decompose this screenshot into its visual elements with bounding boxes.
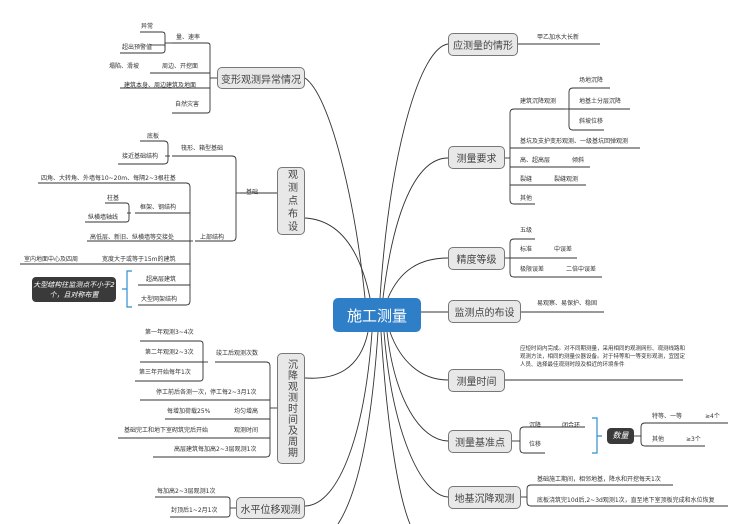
- node-bottom-slab[interactable]: 底板: [147, 133, 160, 140]
- node-closed-loop[interactable]: 闭合环: [562, 422, 581, 429]
- node-after-completion[interactable]: 竣工后观测次数: [216, 350, 259, 357]
- node-site-settlement[interactable]: 场地沉降: [579, 77, 604, 84]
- topic-label: 测量时间: [456, 377, 497, 388]
- central-topic[interactable]: 施工测量: [333, 298, 421, 332]
- node-super-highrise[interactable]: 超高层建筑: [146, 276, 177, 283]
- topic-benchmark[interactable]: 测量基准点: [448, 430, 512, 453]
- node-double-mean-error[interactable]: 二倍中误差: [566, 266, 597, 273]
- node-ground-item1[interactable]: 基础施工期间，相邻地基，降水和开挖每天1次: [537, 476, 661, 483]
- topic-should-measure[interactable]: 应测量的情形: [448, 33, 518, 56]
- node-axis-lines[interactable]: 纵横墙轴线: [88, 214, 119, 221]
- node-building-ground[interactable]: 建筑本身、周边建筑及地面: [124, 82, 197, 89]
- topic-ground-settlement[interactable]: 地基沉降观测: [448, 486, 521, 509]
- callout-label: 数量: [612, 431, 629, 440]
- node-stop-work[interactable]: 停工前后各测一次，停工每2~3月1次: [156, 389, 257, 396]
- node-load-25[interactable]: 每增加荷载25%: [167, 408, 211, 415]
- topic-observation-points[interactable]: 观测点布设: [277, 167, 305, 235]
- node-building-settlement[interactable]: 建筑沉降观测: [520, 98, 557, 105]
- node-start-after[interactable]: 基础完工和地下室砌筑完后开始: [124, 427, 209, 434]
- topic-settlement-period[interactable]: 沉降观测时间及周期: [277, 353, 305, 464]
- node-superstructure[interactable]: 上部结构: [200, 234, 225, 241]
- node-per-floors-h[interactable]: 每加高2~3层观测1次: [157, 488, 216, 495]
- node-monitoring-item[interactable]: 易观察、易保护、稳固: [537, 300, 598, 307]
- node-displacement[interactable]: 位移: [529, 441, 542, 448]
- topic-horizontal-displacement[interactable]: 水平位移观测: [236, 497, 305, 519]
- node-ground-item2[interactable]: 底板浇筑完10d后,2~3d观测1次，直至地下室顶板完成和水位恢复: [537, 497, 715, 504]
- node-limit-error[interactable]: 极限误差: [520, 266, 545, 273]
- callout-large-structure[interactable]: 大型结构往监测点不小于2个，且对称布置: [32, 277, 116, 302]
- topic-label: 沉降观测时间及周期: [285, 359, 297, 458]
- topic-monitoring-points[interactable]: 监测点的布设: [448, 300, 521, 323]
- node-collapse[interactable]: 塌陷、滑坡: [109, 63, 140, 70]
- node-tilt[interactable]: 倾斜: [572, 157, 585, 164]
- node-crack[interactable]: 裂缝: [520, 176, 533, 183]
- node-uniform-increase[interactable]: 均匀增高: [234, 408, 259, 415]
- topic-label: 观测点布设: [285, 168, 297, 234]
- topic-deformation-anomaly[interactable]: 变形观测异常情况: [217, 67, 305, 89]
- topic-label: 地基沉降观测: [454, 494, 515, 505]
- node-crack-obs[interactable]: 裂缝观测: [554, 176, 579, 183]
- node-indoor-center[interactable]: 室内地面中心及四周: [24, 256, 79, 263]
- topic-label: 测量基准点: [455, 438, 505, 449]
- node-obs-time[interactable]: 观测时间: [234, 427, 259, 434]
- node-should-measure-item[interactable]: 甲乙加水大长新: [537, 34, 580, 41]
- node-after-topping[interactable]: 封顶后1~2月1次: [171, 507, 218, 514]
- node-high-rise[interactable]: 高、超高层: [520, 157, 551, 164]
- node-junctions[interactable]: 高低层、新旧、纵横墙等交接处: [90, 234, 175, 241]
- topic-label: 水平位移观测: [240, 504, 301, 516]
- node-near-foundation[interactable]: 接近基础结构: [122, 153, 159, 160]
- node-frame-steel[interactable]: 框架、钢结构: [140, 204, 177, 211]
- node-year1[interactable]: 第一年观测3~4次: [145, 329, 194, 336]
- topic-accuracy[interactable]: 精度等级: [448, 247, 505, 270]
- node-measure-time-paragraph[interactable]: 应短时间内完成。对不同期测量，采用相同的观测网形、观测线路和观测方法，相同的测量…: [520, 346, 686, 368]
- node-amount-rate[interactable]: 量、速率: [176, 34, 201, 41]
- node-pit-support[interactable]: 基坑及支护变形观测、一级基坑回弹观测: [520, 138, 629, 145]
- node-ge4[interactable]: ≥4个: [705, 413, 720, 420]
- node-surroundings[interactable]: 周边、开挖面: [162, 63, 199, 70]
- node-year3[interactable]: 第三年开始每年1次: [139, 369, 191, 376]
- topic-label: 变形观测异常情况: [221, 74, 301, 86]
- node-natural-disaster[interactable]: 自然灾害: [175, 101, 200, 108]
- callout-quantity[interactable]: 数量: [607, 428, 634, 444]
- node-abnormal[interactable]: 异常: [141, 23, 154, 30]
- node-slope-displacement[interactable]: 斜坡位移: [579, 118, 604, 125]
- node-settlement[interactable]: 沉降: [529, 422, 542, 429]
- node-mean-error[interactable]: 中误差: [554, 246, 573, 253]
- node-year2[interactable]: 第二年观测2~3次: [145, 349, 194, 356]
- callout-label: 大型结构往监测点不小于2个，且对称布置: [33, 280, 115, 299]
- node-others[interactable]: 其他: [652, 436, 665, 443]
- node-special-first[interactable]: 特等、一等: [652, 413, 683, 420]
- node-exceed-warning[interactable]: 超出预警值: [122, 44, 153, 51]
- node-large-grid[interactable]: 大型网架结构: [141, 296, 178, 303]
- node-column-base[interactable]: 柱基: [107, 195, 120, 202]
- node-standard[interactable]: 标准: [520, 246, 533, 253]
- node-per-floors[interactable]: 高层建筑每加高2~3层观测1次: [174, 446, 257, 453]
- topic-label: 精度等级: [456, 255, 497, 266]
- node-foundation[interactable]: 基础: [246, 189, 259, 196]
- topic-label: 应测量的情形: [453, 41, 513, 52]
- node-wide-building[interactable]: 宽度大于或等于15m的建筑: [102, 256, 176, 263]
- node-corners[interactable]: 四角、大转角、外墙每10~20m、每隔2~3根柱基: [41, 175, 176, 182]
- topic-label: 监测点的布设: [454, 308, 515, 319]
- node-ge3[interactable]: ≥3个: [686, 436, 701, 443]
- topic-requirements[interactable]: 测量要求: [448, 146, 505, 169]
- topic-label: 测量要求: [456, 154, 497, 165]
- node-other[interactable]: 其他: [520, 195, 533, 202]
- node-five-levels[interactable]: 五级: [520, 227, 533, 234]
- node-layered-settlement[interactable]: 地基土分层沉降: [579, 98, 622, 105]
- topic-measure-time[interactable]: 测量时间: [448, 369, 505, 392]
- node-raft-box[interactable]: 筏形、箱型基础: [181, 145, 224, 152]
